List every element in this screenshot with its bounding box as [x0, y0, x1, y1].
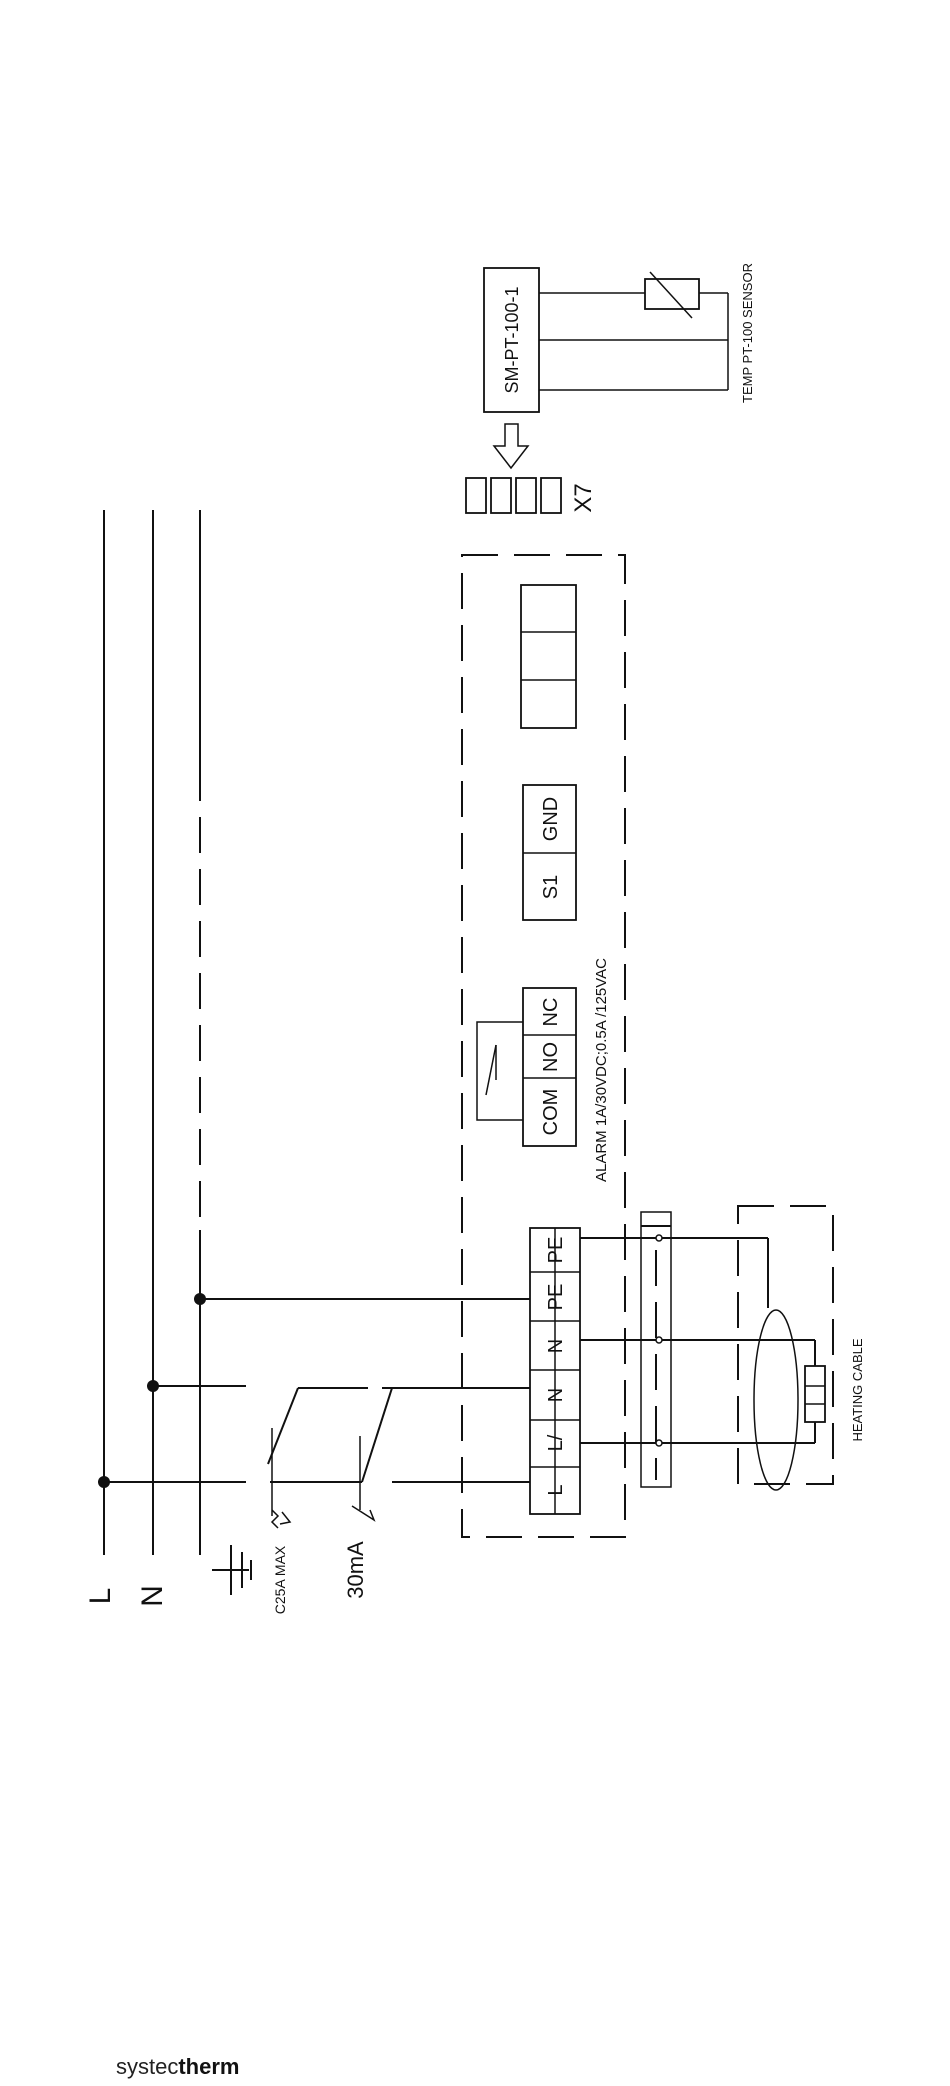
feeders	[104, 1386, 246, 1482]
terminal-nc: NC	[540, 998, 562, 1027]
terminal-s1: S1	[540, 875, 562, 899]
rcd	[340, 1388, 530, 1520]
alarm-label: ALARM 1A/30VDC;0.5A /125VAC	[593, 958, 610, 1182]
output-wiring	[580, 1212, 805, 1487]
terminal-no: NO	[540, 1042, 562, 1072]
connector-x7	[466, 478, 561, 513]
brand-logo: systectherm	[116, 2054, 239, 2080]
heating-element	[754, 1310, 825, 1490]
brand-suffix: therm	[178, 2054, 239, 2079]
sensor-label: TEMP PT-100 SENSOR	[740, 263, 755, 403]
aux-terminal-block	[521, 585, 576, 728]
terminal-n-1: N	[545, 1388, 567, 1402]
connector-label: X7	[570, 483, 597, 512]
ground-icon	[212, 1545, 251, 1595]
brand-prefix: systec	[116, 2054, 178, 2079]
power-terminal-block	[530, 1228, 580, 1514]
label-n: N	[136, 1585, 169, 1607]
label-l: L	[84, 1588, 117, 1605]
rcd-label: 30mA	[343, 1541, 368, 1599]
pt100-sensor	[539, 272, 728, 390]
terminal-pe-1: PE	[545, 1284, 567, 1311]
heating-cable-label: HEATING CABLE	[850, 1338, 865, 1441]
terminal-l: L	[545, 1484, 567, 1495]
terminal-n-2: N	[545, 1339, 567, 1353]
arrow-down-icon	[494, 424, 528, 468]
terminal-pe-2: PE	[545, 1237, 567, 1264]
terminal-gnd: GND	[540, 797, 562, 841]
terminal-com: COM	[540, 1089, 562, 1136]
breaker-label: C25A MAX	[272, 1545, 288, 1614]
circuit-breaker	[268, 1388, 340, 1528]
supply-lines	[98, 510, 251, 1595]
terminal-l-prime: L/	[545, 1434, 567, 1451]
module-label: SM-PT-100-1	[502, 286, 522, 393]
